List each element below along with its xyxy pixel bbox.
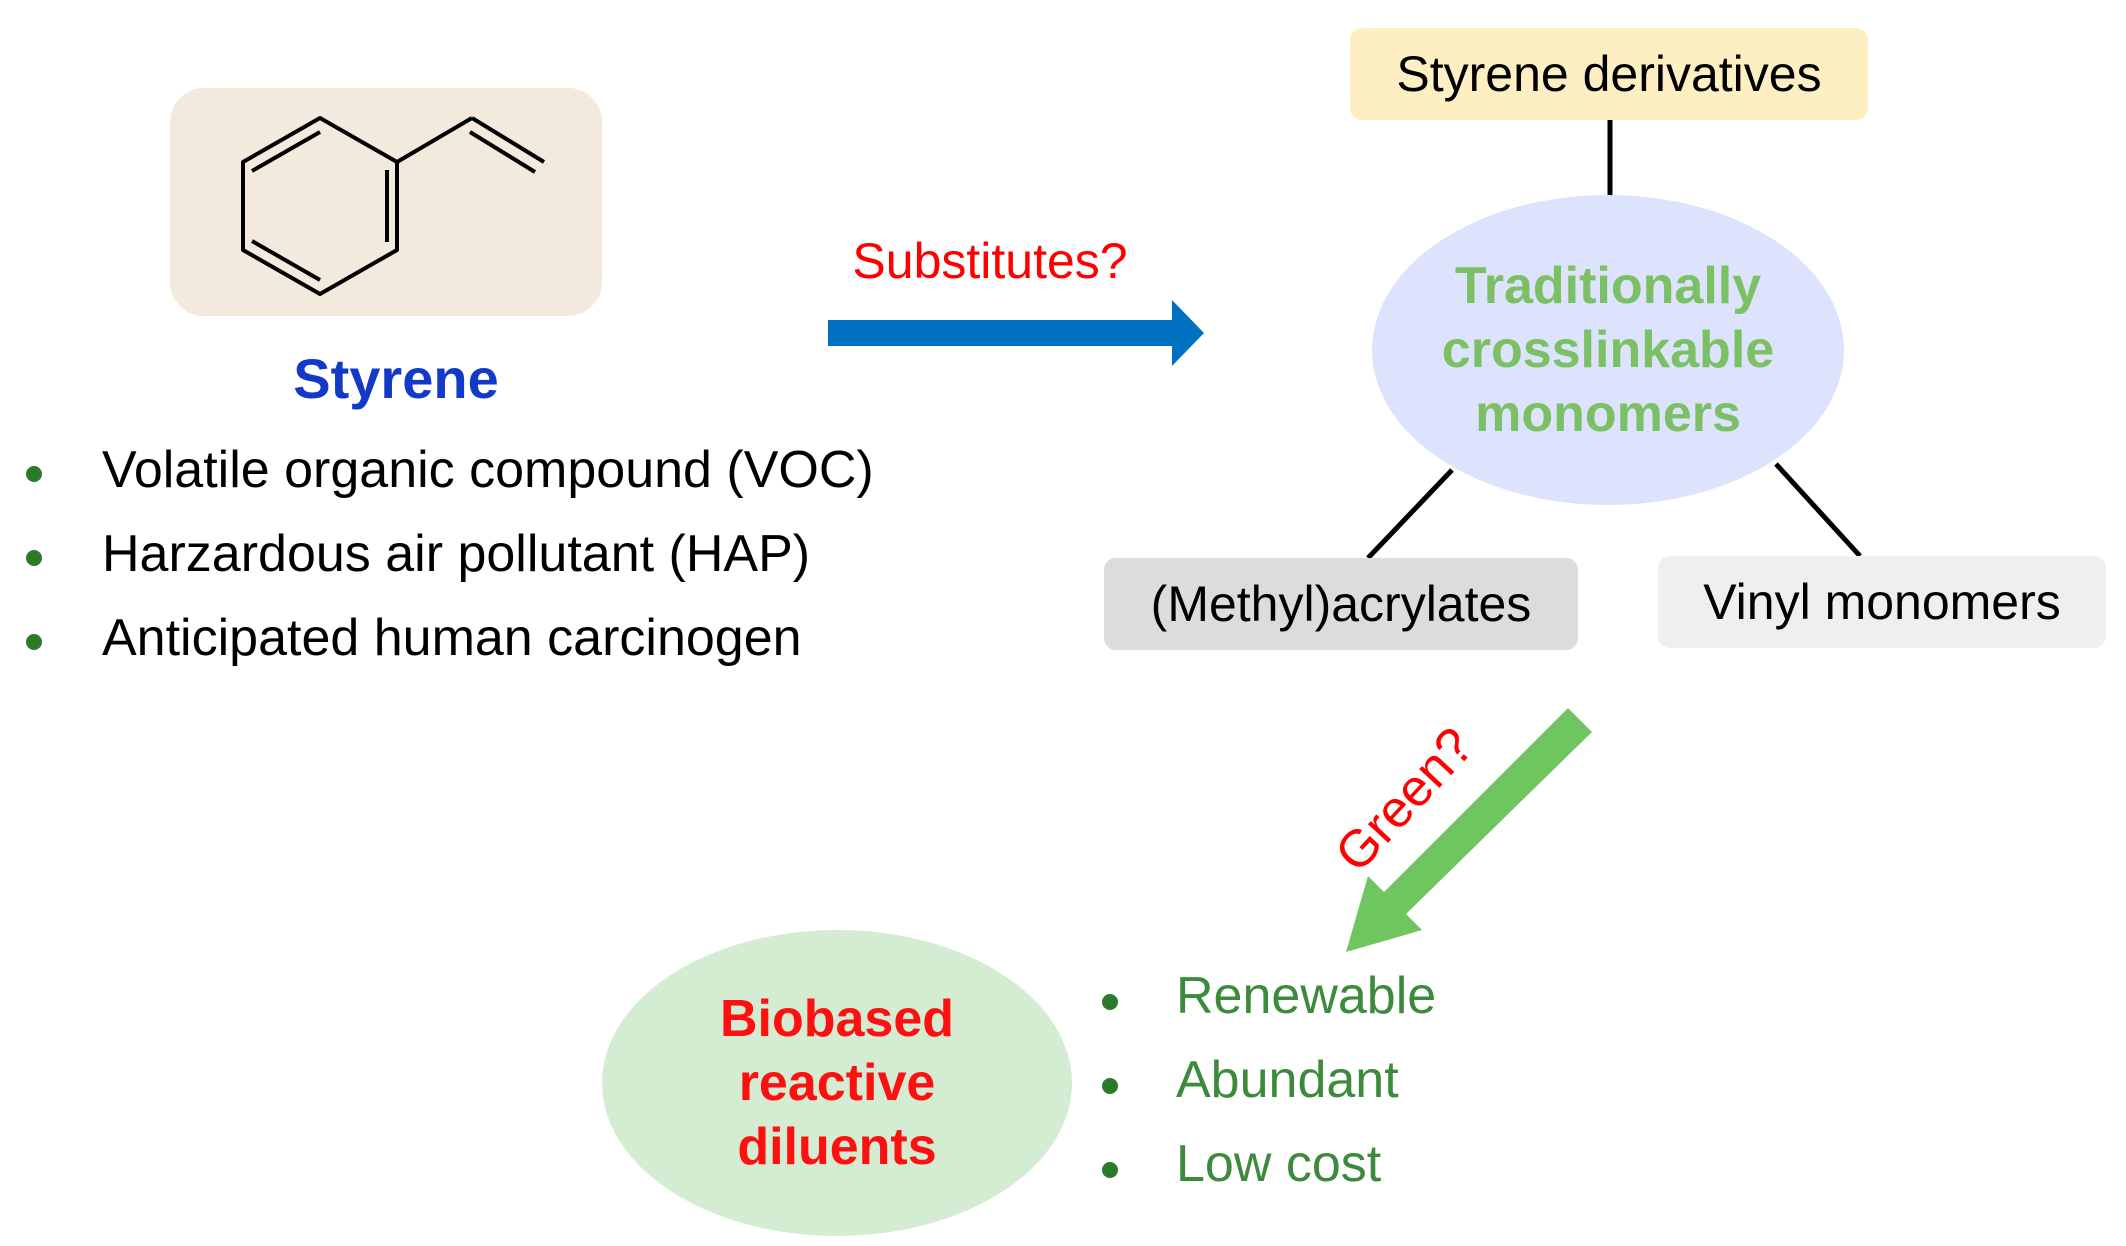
hazard-text: Volatile organic compound (VOC) — [102, 441, 874, 499]
methyl-acrylates-box: (Methyl)acrylates — [1104, 558, 1578, 650]
property-text: Abundant — [1176, 1051, 1399, 1109]
green-arrow — [1346, 708, 1592, 952]
bullet-dot-icon — [26, 550, 42, 566]
biobased-line: diluents — [737, 1118, 937, 1176]
bullet-dot-icon — [26, 634, 42, 650]
styrene-derivatives-box: Styrene derivatives — [1350, 28, 1868, 120]
styrene-title: Styrene — [293, 347, 499, 410]
traditional-monomers-line: crosslinkable — [1441, 321, 1775, 379]
connector-monomers-to-methylacrylates — [1366, 468, 1454, 560]
substitutes-label: Substitutes? — [852, 233, 1128, 289]
bullet-dot-icon — [26, 466, 42, 482]
property-text: Low cost — [1176, 1135, 1382, 1193]
traditional-monomers-line: monomers — [1475, 385, 1741, 443]
substitutes-arrow — [828, 300, 1204, 366]
bullet-dot-icon — [1102, 1078, 1118, 1094]
traditional-monomers-ellipse: Traditionally crosslinkable monomers — [1372, 195, 1844, 505]
biobased-line: Biobased — [719, 990, 955, 1048]
hazard-text: Harzardous air pollutant (HAP) — [102, 525, 811, 583]
styrene-structure-icon — [241, 116, 546, 296]
bullet-dot-icon — [1102, 1162, 1118, 1178]
styrene-structure-box — [170, 88, 602, 316]
biobased-line: reactive — [738, 1054, 936, 1112]
property-text: Renewable — [1176, 967, 1437, 1025]
biobased-diluents-ellipse: Biobased reactive diluents — [602, 930, 1072, 1236]
connector-monomers-to-vinyl — [1774, 462, 1862, 558]
vinyl-monomers-box: Vinyl monomers — [1658, 556, 2106, 648]
hazard-text: Anticipated human carcinogen — [102, 609, 802, 667]
traditional-monomers-line: Traditionally — [1454, 257, 1762, 315]
bullet-dot-icon — [1102, 994, 1118, 1010]
